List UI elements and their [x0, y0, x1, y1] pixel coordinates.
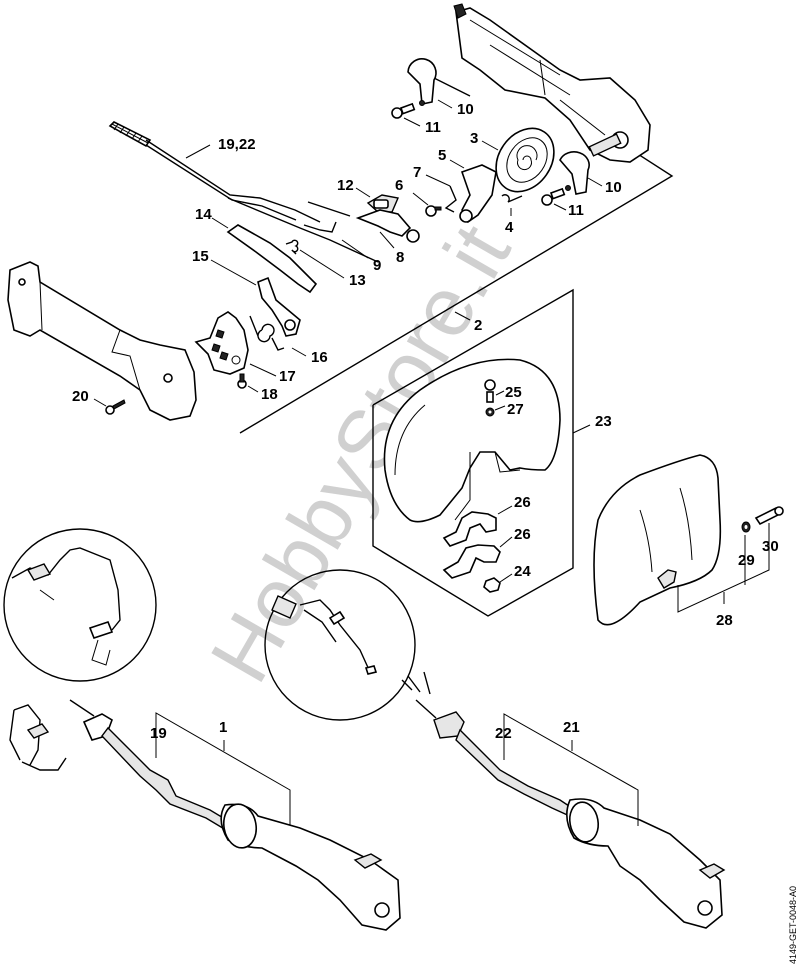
bracket-21-22 — [503, 713, 639, 826]
detail-view-harness-b[interactable] — [264, 569, 416, 721]
callout-2: 2 — [474, 317, 482, 334]
handle-guard-part-28[interactable] — [593, 454, 722, 626]
lever-part-5[interactable] — [459, 164, 497, 224]
callout-22: 22 — [495, 725, 512, 742]
torsion-spring-part-13[interactable] — [285, 239, 299, 255]
nut-part-24[interactable] — [483, 577, 501, 593]
callout-23: 23 — [595, 413, 612, 430]
callout-21: 21 — [563, 719, 580, 736]
screw-part-20[interactable] — [105, 399, 126, 415]
callout-26b: 26 — [514, 526, 531, 543]
clamp-half-part-26a[interactable] — [442, 511, 497, 547]
callout-9: 9 — [373, 257, 381, 274]
callout-11b: 11 — [568, 202, 584, 219]
interlock-lever-part-14[interactable] — [226, 224, 318, 294]
clamp-half-part-26b[interactable] — [442, 544, 501, 579]
handle-body[interactable] — [7, 261, 197, 421]
screw-part-25[interactable] — [484, 379, 496, 403]
screw-part-11a[interactable] — [391, 102, 416, 119]
slide-control-part-12[interactable] — [366, 194, 399, 213]
control-handle-assembly-1[interactable] — [9, 699, 401, 931]
callout-27: 27 — [507, 401, 524, 418]
torsion-spring-part-16[interactable] — [249, 315, 285, 351]
callout-3: 3 — [470, 130, 478, 147]
callout-4: 4 — [505, 219, 514, 236]
throttle-trigger-part-15[interactable] — [257, 276, 301, 337]
callout-26a: 26 — [514, 494, 531, 511]
spring-reel-part-3[interactable] — [484, 117, 566, 203]
callout-5: 5 — [438, 147, 446, 164]
handle-shell-part-17[interactable] — [194, 311, 249, 375]
washer-part-27[interactable] — [485, 407, 495, 417]
screw-part-18[interactable] — [237, 373, 247, 389]
callout-25: 25 — [505, 384, 522, 401]
callout-28: 28 — [716, 612, 733, 629]
contact-spring-part-9[interactable] — [303, 201, 351, 233]
slide-part-8[interactable] — [355, 209, 420, 243]
screw-part-30[interactable] — [754, 506, 784, 526]
callout-13: 13 — [349, 272, 366, 289]
screw-part-11b[interactable] — [541, 187, 566, 206]
callout-6: 6 — [395, 177, 403, 194]
callout-12: 12 — [337, 177, 354, 194]
callout-30: 30 — [762, 538, 779, 555]
callout-20: 20 — [72, 388, 89, 405]
detail-view-harness-a[interactable] — [3, 528, 157, 682]
kit-outline-23 — [372, 288, 591, 617]
callout-18: 18 — [261, 386, 278, 403]
control-handle-assembly-21[interactable] — [401, 671, 726, 929]
callout-10a: 10 — [457, 101, 474, 118]
washer-part-29[interactable] — [741, 521, 751, 533]
clip-part-4[interactable] — [501, 194, 523, 203]
callout-8: 8 — [396, 249, 404, 266]
wire-clip-part-7[interactable] — [444, 185, 457, 213]
callout-14: 14 — [195, 206, 212, 223]
clamp-part-10b[interactable] — [559, 151, 590, 195]
callout-24: 24 — [514, 563, 531, 580]
callout-19: 19 — [150, 725, 167, 742]
callout-7: 7 — [413, 164, 421, 181]
handle-housing-part[interactable] — [453, 3, 651, 163]
kit-bracket-28 — [677, 523, 770, 613]
callout-10b: 10 — [605, 179, 622, 196]
callout-29: 29 — [738, 552, 755, 569]
clamp-part-10a[interactable] — [407, 58, 437, 106]
callout-1: 1 — [219, 719, 227, 736]
wiring-harness-part-19-22[interactable] — [108, 121, 379, 263]
bracket-1-19 — [155, 712, 291, 825]
callout-15: 15 — [192, 248, 209, 265]
drawing-code: 4149-GET-0048-A0 — [788, 886, 798, 964]
callout-19-22: 19,22 — [218, 136, 256, 153]
callout-16: 16 — [311, 349, 328, 366]
screw-part-6[interactable] — [425, 205, 442, 217]
barrier-bar-part[interactable] — [383, 358, 561, 523]
callout-17: 17 — [279, 368, 296, 385]
callout-11a: 11 — [425, 119, 441, 136]
